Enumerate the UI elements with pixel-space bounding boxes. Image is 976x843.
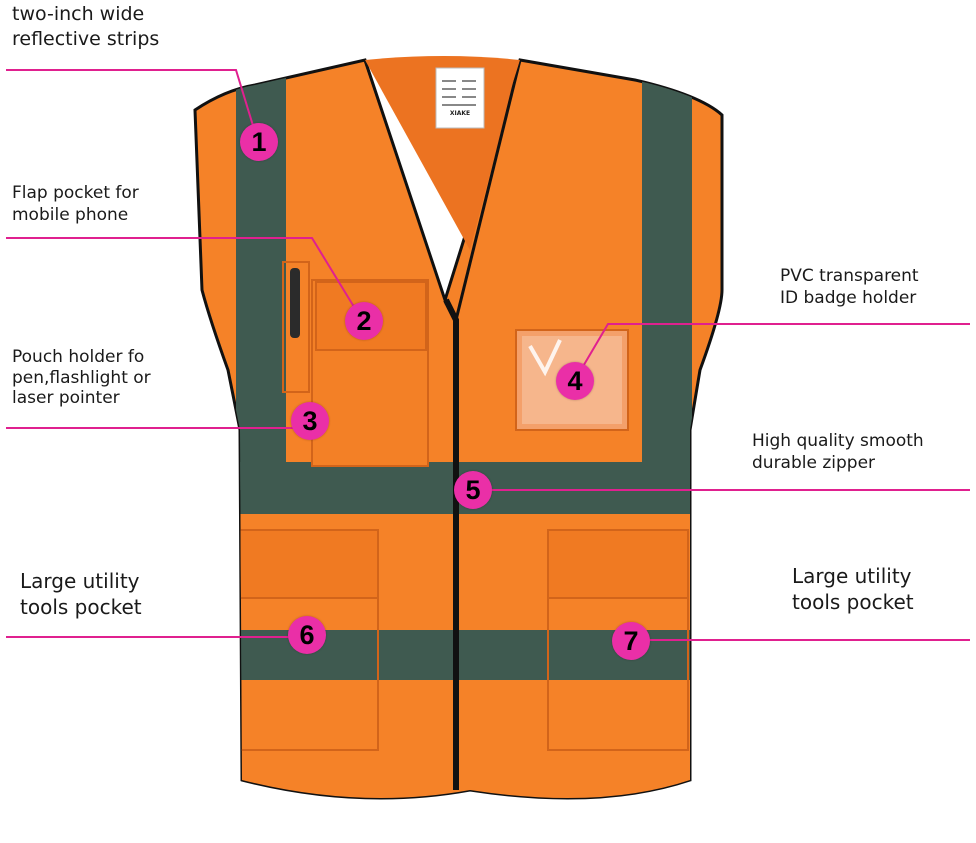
callout-label-3: Pouch holder fo pen,flashlight or laser … xyxy=(12,347,151,409)
callout-label-6: Large utility tools pocket xyxy=(20,569,142,620)
callout-label-5: High quality smooth durable zipper xyxy=(752,431,924,474)
utility-pocket-right xyxy=(547,529,689,751)
pen-holder xyxy=(282,261,310,393)
callout-label-4: PVC transparent ID badge holder xyxy=(780,266,919,309)
callout-line-1 xyxy=(6,69,259,143)
callout-badge-3: 3 xyxy=(291,402,329,440)
callout-label-7: Large utility tools pocket xyxy=(792,564,914,615)
callout-badge-1: 1 xyxy=(240,123,278,161)
callout-badge-2: 2 xyxy=(345,302,383,340)
id-badge-holder xyxy=(515,329,629,431)
callout-lines xyxy=(6,69,970,641)
callout-badge-5: 5 xyxy=(454,471,492,509)
callout-badge-4: 4 xyxy=(556,362,594,400)
reflective-strip-right-vertical xyxy=(642,70,692,490)
callout-badge-6: 6 xyxy=(288,616,326,654)
callout-label-1: two-inch wide reflective strips xyxy=(12,3,160,51)
callout-label-2: Flap pocket for mobile phone xyxy=(12,183,139,226)
vest-tag-brand: XIAKE xyxy=(449,110,471,117)
callout-badge-7: 7 xyxy=(612,622,650,660)
callout-line-4 xyxy=(574,323,970,381)
callout-line-2 xyxy=(6,237,363,321)
